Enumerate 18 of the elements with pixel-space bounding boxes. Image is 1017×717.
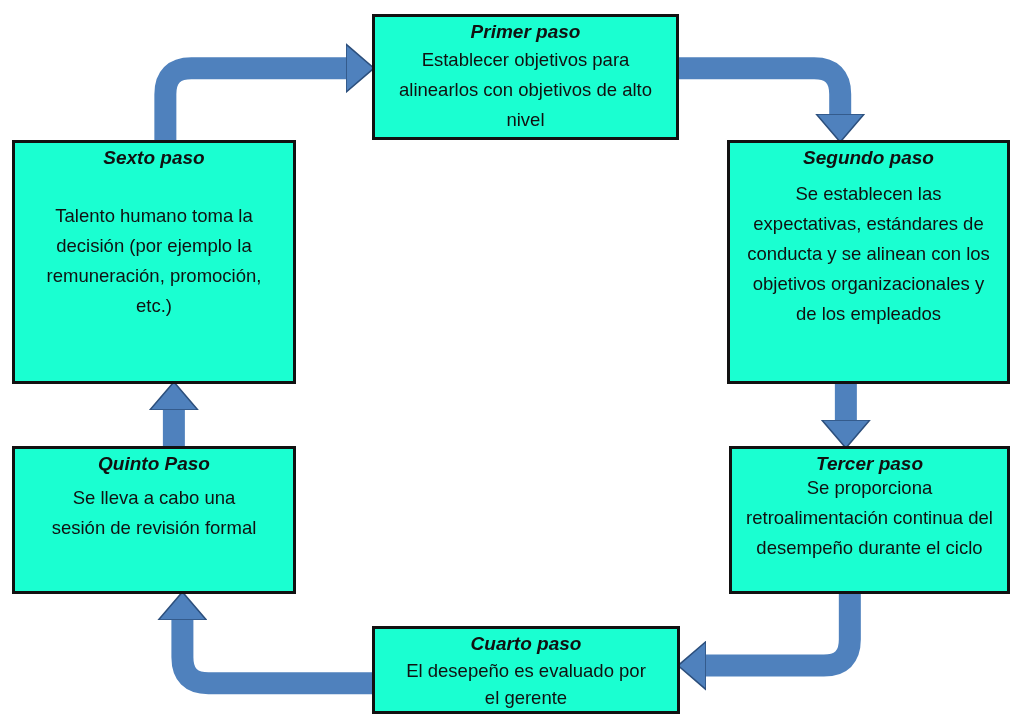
step-box — [12, 140, 296, 384]
step-box — [372, 626, 680, 714]
step-box — [12, 446, 296, 594]
step-description: Talento humano toma la decisión (por ejemplo la remuneración, promoción, etc.) — [45, 204, 263, 318]
step-description: Se lleva a cabo una sesión de revisión formal — [50, 486, 258, 540]
step-title: Tercer paso — [816, 452, 923, 476]
step-description: Se establecen las expectativas, estándares de conducta y se alinean con los objetivos organizacionales y de los empleados — [746, 182, 991, 326]
step-description: El desepeño es evaluado por el gerente — [405, 659, 647, 710]
step-box — [729, 446, 1010, 594]
step-description: Se proporciona retroalimentación continua del desempeño durante el ciclo — [746, 476, 993, 560]
step-description: Establecer objetivos para alinearlos con objetivos de alto nivel — [398, 48, 653, 132]
step-box — [727, 140, 1010, 384]
step-title: Segundo paso — [803, 146, 934, 170]
step-title: Primer paso — [470, 20, 581, 44]
step-title: Quinto Paso — [98, 452, 210, 476]
step-title: Sexto paso — [103, 146, 205, 170]
step-box — [372, 14, 679, 140]
step-title: Cuarto paso — [470, 632, 582, 656]
